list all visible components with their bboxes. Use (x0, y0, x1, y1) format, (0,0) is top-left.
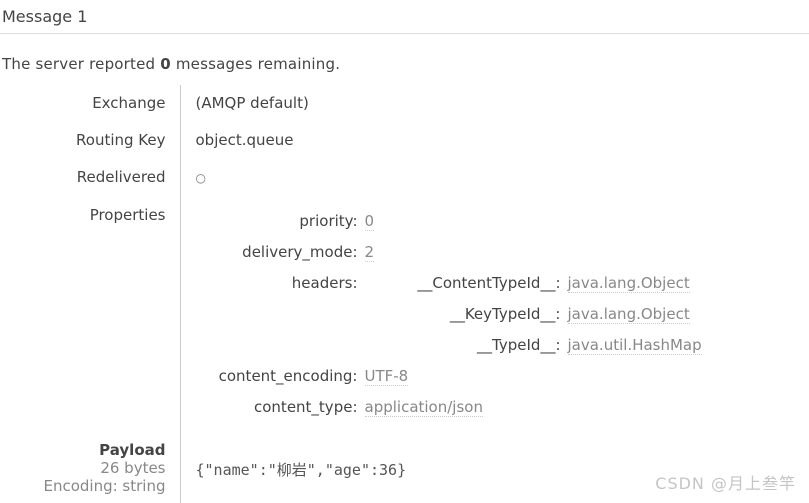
table-row-exchange: Exchange (AMQP default) (0, 85, 760, 122)
header-value: java.util.HashMap (567, 336, 702, 355)
property-key: content_encoding: (218, 367, 358, 385)
routing-key-value: object.queue (179, 122, 760, 159)
header-row: __TypeId__: java.util.HashMap (365, 330, 702, 361)
property-value: 2 (364, 243, 375, 262)
header-key: __TypeId__: (477, 336, 561, 354)
payload-content: {"name":"柳岩","age":36} (195, 460, 407, 479)
header-key: __ContentTypeId__: (417, 274, 561, 292)
redelivered-label: Redelivered (76, 168, 166, 186)
properties-table: priority: 0 delivery_mode: 2 headers: (196, 206, 702, 423)
server-note-count: 0 (160, 55, 171, 73)
page-title: Message 1 (0, 0, 809, 34)
property-row-content-type: content_type: application/json (196, 392, 702, 423)
property-value: 0 (364, 212, 375, 231)
property-value: UTF-8 (364, 367, 409, 386)
message-details-table: Exchange (AMQP default) Routing Key obje… (0, 85, 760, 503)
header-row: __KeyTypeId__: java.lang.Object (365, 299, 702, 330)
property-row-headers: headers: __ContentTypeId__: java.lang.Ob… (196, 268, 702, 361)
header-value: java.lang.Object (567, 305, 690, 324)
property-row-content-encoding: content_encoding: UTF-8 (196, 361, 702, 392)
property-row-delivery-mode: delivery_mode: 2 (196, 237, 702, 268)
header-key: __KeyTypeId__: (449, 305, 561, 323)
table-row-redelivered: Redelivered ○ (0, 159, 760, 197)
property-value: application/json (364, 398, 483, 417)
exchange-label: Exchange (92, 94, 166, 112)
payload-label: Payload (99, 441, 166, 459)
watermark: CSDN @月上叁竿 (655, 474, 796, 493)
payload-encoding: Encoding: string (43, 477, 166, 495)
routing-key-label: Routing Key (76, 131, 166, 149)
table-row-payload: Payload 26 bytes Encoding: string {"name… (0, 433, 760, 503)
server-note-suffix: messages remaining. (170, 55, 341, 73)
property-row-priority: priority: 0 (196, 206, 702, 237)
table-row-properties: Properties priority: 0 delivery_mode: 2 (0, 197, 760, 433)
header-row: __ContentTypeId__: java.lang.Object (365, 268, 702, 299)
headers-table: __ContentTypeId__: java.lang.Object __Ke… (365, 268, 702, 361)
header-value: java.lang.Object (567, 274, 690, 293)
table-row-routing-key: Routing Key object.queue (0, 122, 760, 159)
exchange-value: (AMQP default) (179, 85, 760, 122)
server-note-prefix: The server reported (2, 55, 161, 73)
property-key: delivery_mode: (242, 243, 358, 261)
payload-size: 26 bytes (100, 459, 166, 477)
property-key: content_type: (254, 398, 358, 416)
properties-label: Properties (89, 206, 166, 224)
redelivered-false-icon: ○ (195, 171, 206, 185)
server-note: The server reported 0 messages remaining… (2, 55, 809, 73)
property-key: priority: (299, 212, 358, 230)
property-key: headers: (291, 274, 358, 292)
